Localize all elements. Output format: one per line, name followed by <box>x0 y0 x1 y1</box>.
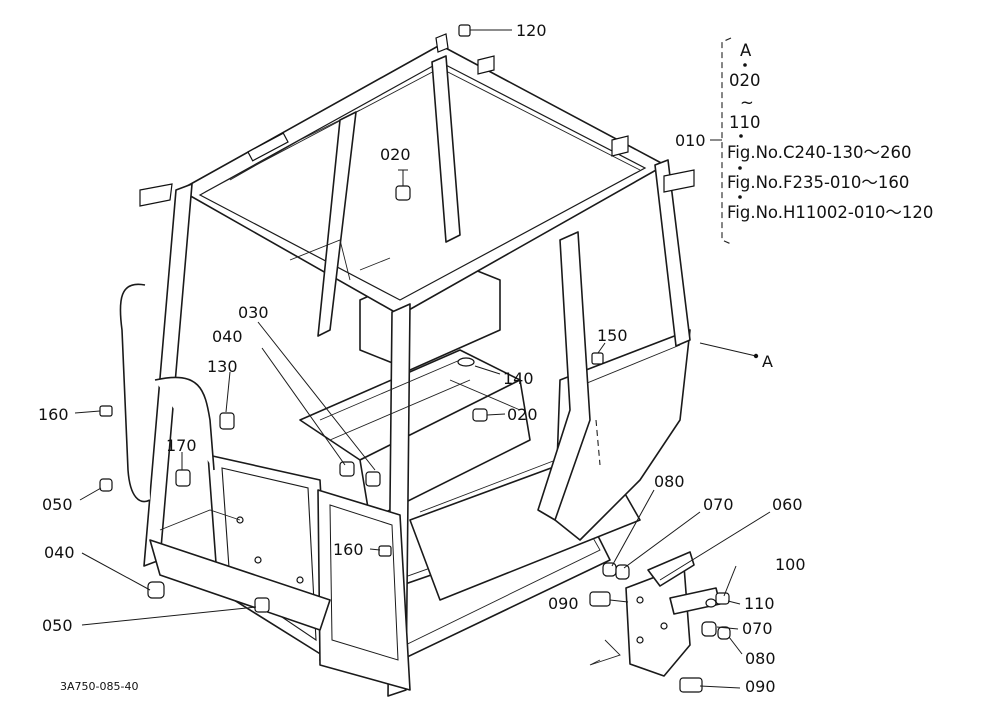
part-160-bolt-center <box>378 545 392 557</box>
part-100-nut <box>715 592 730 605</box>
callout-070-lower: 070 <box>742 619 773 638</box>
part-050-rubber-lower <box>254 597 270 613</box>
rear-right-pillar <box>654 159 691 347</box>
callout-120: 120 <box>516 21 547 40</box>
part-080-washer-right <box>717 626 731 640</box>
side-bracket <box>154 376 215 471</box>
pointer-a-label: A <box>762 352 773 371</box>
cabin-frame-drawing <box>119 33 695 697</box>
part-070-cushion-right <box>701 621 717 637</box>
part-020-cushion-lower <box>472 408 488 422</box>
callout-020-lower: 020 <box>507 405 538 424</box>
front-right-pillar <box>537 231 591 521</box>
part-080-washer-left <box>602 562 617 577</box>
callout-040-lower: 040 <box>44 543 75 562</box>
ref-range-start: 020 <box>729 71 761 90</box>
grab-rail <box>119 283 151 503</box>
part-140-grommet <box>457 357 475 367</box>
part-070-cushion-left <box>615 564 630 580</box>
drawing-code: 3A750-085-40 <box>60 680 138 693</box>
callout-080-upper: 080 <box>654 472 685 491</box>
part-160-bolt-left <box>99 405 113 417</box>
reference-bracket <box>721 37 747 245</box>
ref-top-letter: A <box>740 41 752 60</box>
callout-170: 170 <box>166 436 197 455</box>
ref-figure-1: Fig.No.C240-130～260 <box>727 143 911 162</box>
rear-side-post <box>317 111 357 337</box>
callout-080-lower: 080 <box>745 649 776 668</box>
callout-060: 060 <box>772 495 803 514</box>
callout-050-lower: 050 <box>42 616 73 635</box>
ref-figure-2: Fig.No.F235-010～160 <box>727 173 909 192</box>
ref-range-tilde: ~ <box>740 93 754 112</box>
ref-figure-3: Fig.No.H11002-010～120 <box>727 203 933 222</box>
callout-160-left: 160 <box>38 405 69 424</box>
callout-140: 140 <box>503 369 534 388</box>
callout-labels: 120 020 010 030 040 130 150 140 020 160 … <box>38 21 806 696</box>
callout-050-upper: 050 <box>42 495 73 514</box>
ref-range-end: 110 <box>729 113 761 132</box>
small-parts <box>99 24 731 693</box>
callout-090-right: 090 <box>745 677 776 696</box>
part-090-bolt-right <box>679 677 703 693</box>
callout-100: 100 <box>775 555 806 574</box>
part-090-bolt-left <box>589 591 611 607</box>
part-110-washer <box>705 598 717 608</box>
rear-left-pillar <box>431 55 461 243</box>
part-040-cushion-lower <box>147 581 165 599</box>
callout-030: 030 <box>238 303 269 322</box>
left-floor-beam <box>149 539 331 631</box>
callout-150: 150 <box>597 326 628 345</box>
callout-070-upper: 070 <box>703 495 734 514</box>
callout-110: 110 <box>744 594 775 613</box>
callout-010: 010 <box>675 131 706 150</box>
callout-020-upper: 020 <box>380 145 411 164</box>
callout-040-upper: 040 <box>212 327 243 346</box>
callout-130: 130 <box>207 357 238 376</box>
callout-160-center: 160 <box>333 540 364 559</box>
part-130-cushion <box>219 412 235 430</box>
part-120-cap <box>458 24 471 37</box>
part-150-plug <box>591 352 604 365</box>
part-050-rubber-upper <box>99 478 113 492</box>
part-170-cushion <box>175 469 191 487</box>
callout-090-left: 090 <box>548 594 579 613</box>
leader-lines <box>74 29 771 689</box>
reference-text-block: A 020 ~ 110 Fig.No.C240-130～260 Fig.No.F… <box>727 41 933 222</box>
part-020-cushion-upper <box>395 185 411 201</box>
front-left-pillar <box>143 183 193 567</box>
